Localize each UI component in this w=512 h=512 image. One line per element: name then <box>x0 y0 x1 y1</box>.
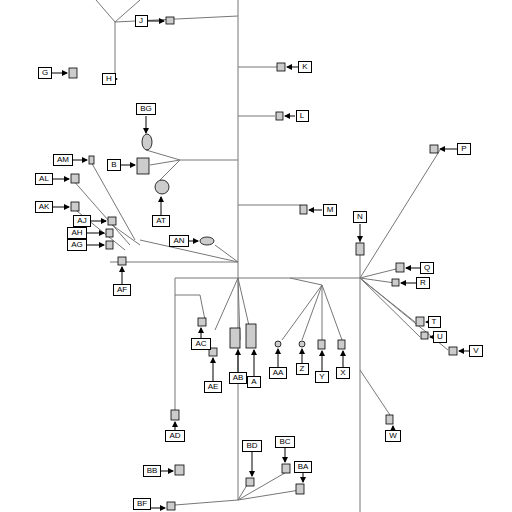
callout-box: AC <box>191 338 210 350</box>
callout-box: G <box>38 67 52 79</box>
callout-box: BB <box>143 465 162 477</box>
callout-box: AE <box>204 381 223 393</box>
callout-letter: A <box>251 377 256 386</box>
connectors <box>69 17 457 510</box>
callout-box: BC <box>275 436 294 448</box>
callout-box: BG <box>136 103 156 115</box>
callout-box: L <box>296 110 309 122</box>
callout-letter: AB <box>233 373 244 382</box>
callout-letter: G <box>42 68 48 77</box>
callout-letter: R <box>420 278 426 287</box>
callout-box: Y <box>315 371 328 383</box>
callout-letter: M <box>327 205 334 214</box>
callout-letter: AL <box>39 174 49 183</box>
callout-box: BD <box>242 440 261 452</box>
callout-letter: AC <box>195 339 206 348</box>
callout-letter: U <box>437 332 443 341</box>
callout-letter: Y <box>319 372 324 381</box>
callout-letter: AD <box>169 431 180 440</box>
callout-box: V <box>469 345 482 357</box>
callout-letter: BA <box>298 462 309 471</box>
callout-box: AJ <box>73 215 90 227</box>
callout-letter: W <box>389 431 397 440</box>
callout-box: AL <box>35 173 53 185</box>
callout-letter: AF <box>117 285 127 294</box>
callout-letter: B <box>111 160 116 169</box>
callout-letter: AG <box>71 240 83 249</box>
callout-letter: J <box>139 16 143 25</box>
callout-box: B <box>107 159 120 171</box>
callout-letter: AA <box>273 368 284 377</box>
callout-box: P <box>457 143 470 155</box>
callout-letter: Q <box>424 263 430 272</box>
callout-letter: V <box>473 346 478 355</box>
callout-letter: AK <box>39 202 50 211</box>
callout-box: AF <box>113 284 131 296</box>
callout-letter: N <box>357 212 363 221</box>
wires <box>72 0 448 512</box>
callout-letter: L <box>300 111 304 120</box>
callout-letter: K <box>302 62 307 71</box>
callout-letter: AT <box>156 216 166 225</box>
callout-box: BF <box>133 498 151 510</box>
callout-box: AB <box>229 372 248 384</box>
callout-box: K <box>298 61 311 73</box>
callout-letter: BD <box>246 441 257 450</box>
callout-box: T <box>428 316 441 328</box>
callout-box: AG <box>67 239 87 251</box>
callout-box: J <box>135 15 148 27</box>
callout-letter: Z <box>300 364 305 373</box>
callout-box: BA <box>294 461 313 473</box>
callout-box: AA <box>269 367 288 379</box>
callout-letter: AJ <box>77 216 86 225</box>
callout-box: AM <box>53 154 73 166</box>
callout-letter: H <box>106 74 112 83</box>
callout-box: AH <box>67 227 86 239</box>
callout-box: AN <box>169 235 188 247</box>
callout-box: X <box>336 367 349 379</box>
callout-box: M <box>323 204 338 216</box>
callout-box: H <box>102 73 116 85</box>
callout-box: W <box>385 430 401 442</box>
callout-letter: P <box>461 144 466 153</box>
callout-box: N <box>353 211 367 223</box>
callout-letter: BB <box>147 466 158 475</box>
callout-box: R <box>416 277 430 289</box>
callout-letter: T <box>432 317 437 326</box>
callout-box: A <box>247 376 260 388</box>
callout-letter: AN <box>173 236 184 245</box>
callout-box: Q <box>420 262 434 274</box>
callout-box: U <box>433 331 447 343</box>
callout-letter: BC <box>279 437 290 446</box>
callout-box: AK <box>35 201 54 213</box>
callout-box: AD <box>165 430 184 442</box>
callout-letter: AH <box>71 228 82 237</box>
callout-letter: AM <box>57 155 69 164</box>
callout-letter: X <box>340 368 345 377</box>
callout-box: AT <box>152 215 170 227</box>
callout-letter: BF <box>137 499 147 508</box>
callout-letter: AE <box>208 382 219 391</box>
callout-letter: BG <box>140 104 152 113</box>
callout-box: Z <box>296 363 309 375</box>
callout-arrows <box>52 21 469 508</box>
